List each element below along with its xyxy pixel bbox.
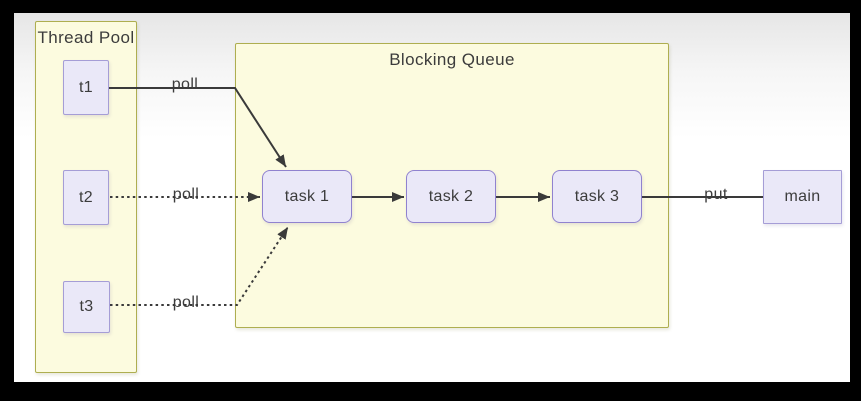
node-t1: t1 [63,60,109,115]
node-main: main [763,170,842,224]
node-t3-label: t3 [79,298,94,315]
node-t2-label: t2 [79,188,93,206]
node-t3: t3 [63,281,110,333]
edge-label-put: put [704,186,728,203]
node-task2-label: task 2 [428,187,474,205]
node-t2: t2 [63,170,109,225]
edge-label-poll-t3: poll [172,294,200,311]
node-main-label: main [784,188,821,205]
node-task3: task 3 [552,170,642,223]
node-task3-label: task 3 [574,187,620,205]
edge-label-poll-t1: poll [171,76,199,93]
node-t1-label: t1 [79,78,93,96]
node-task1: task 1 [262,170,352,223]
blocking-queue-title: Blocking Queue [389,50,515,69]
node-task1-label: task 1 [284,187,330,205]
thread-pool-title: Thread Pool [37,28,135,47]
node-task2: task 2 [406,170,496,223]
edge-label-poll-t2: poll [172,186,200,203]
